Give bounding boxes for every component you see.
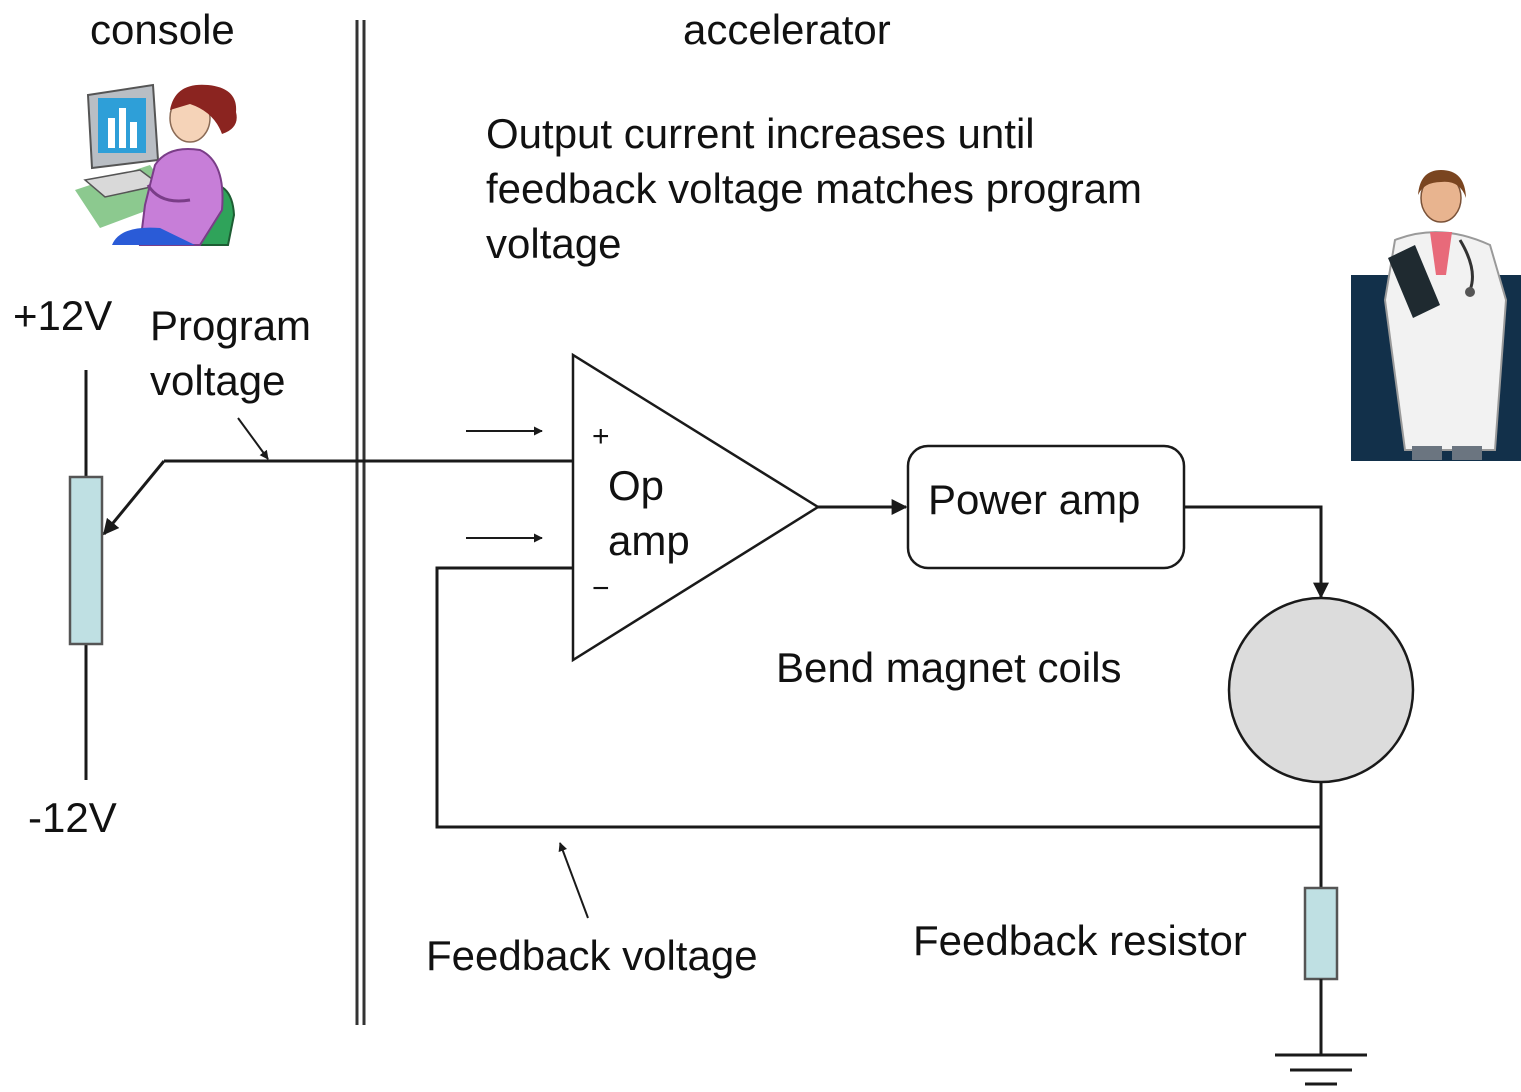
feedback-voltage-wire xyxy=(435,566,1321,829)
program-voltage-label-line-1: Program xyxy=(150,302,311,349)
minus-12v-label: -12V xyxy=(28,794,117,841)
op-amp-label-line-1: Op xyxy=(608,462,664,509)
program-voltage-label-line-2: voltage xyxy=(150,357,285,404)
poweramp-to-coil-wire xyxy=(1184,505,1329,599)
op-amp-triangle xyxy=(571,352,821,663)
description-line-1: Output current increases until xyxy=(486,110,1035,157)
description-text: Output current increases until feedback … xyxy=(486,110,1142,267)
pot-wiper-arrow xyxy=(102,460,166,536)
description-line-3: voltage xyxy=(486,220,621,267)
op-amp-minus-sign: − xyxy=(592,572,610,605)
feedback-voltage-label: Feedback voltage xyxy=(426,932,758,979)
op-amp-label-line-2: amp xyxy=(608,517,690,564)
doctor-icon xyxy=(1351,170,1521,461)
feedback-resistor-label: Feedback resistor xyxy=(913,917,1247,964)
ground-symbol xyxy=(1275,979,1367,1086)
potentiometer-resistor xyxy=(68,475,104,646)
program-voltage-pointer xyxy=(237,417,269,460)
power-amp-label: Power amp xyxy=(928,476,1140,523)
operator-at-computer-icon xyxy=(75,83,237,246)
op-amp-plus-sign: + xyxy=(592,420,610,453)
console-accelerator-divider xyxy=(355,20,366,1025)
feedback-voltage-pointer xyxy=(558,842,589,919)
feedback-resistor xyxy=(1303,886,1339,981)
description-line-2: feedback voltage matches program xyxy=(486,165,1142,212)
bend-magnet-coil xyxy=(1227,596,1415,784)
accelerator-section-title: accelerator xyxy=(683,6,891,53)
bend-magnet-coils-label: Bend magnet coils xyxy=(776,644,1122,691)
console-section-title: console xyxy=(90,6,235,53)
plus-12v-label: +12V xyxy=(13,292,112,339)
